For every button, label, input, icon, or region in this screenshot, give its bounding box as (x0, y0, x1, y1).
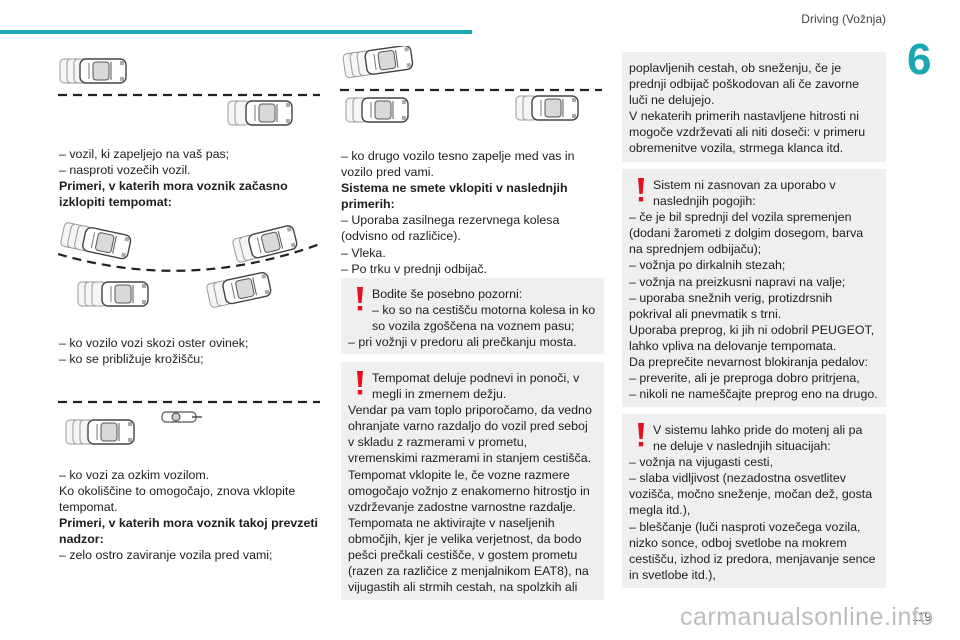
list-item: – Vleka. (341, 245, 386, 260)
illustration-cut-in (58, 55, 320, 137)
illustration-close-cut-in (340, 46, 602, 136)
col1-block3: – ko vozi za ozkim vozilom. Ko okoliščin… (59, 467, 321, 564)
chapter-title: Driving (Vožnja) (801, 12, 886, 26)
car-icon (87, 419, 135, 445)
section-heading: Primeri, v katerih mora voznik začasno i… (59, 179, 288, 210)
warning-icon (357, 371, 363, 395)
watermark: carmanualsonline.info (680, 603, 934, 631)
warning-note: Sistem ni zasnovan za uporabo v naslednj… (622, 169, 886, 407)
car-icon (531, 95, 579, 121)
car-icon (79, 58, 127, 84)
car-icon (363, 46, 415, 76)
note-continuation: poplavljenih cestah, ob sneženju, če je … (622, 52, 886, 162)
warning-note: Tempomat deluje podnevi in ponoči, v meg… (341, 362, 604, 600)
illustration-sharp-curve (58, 222, 320, 322)
list-item: – Po trku v prednji odbijač. (341, 261, 488, 276)
header-accent-bar (0, 30, 472, 34)
warning-note: Bodite še posebno pozorni: – ko so na ce… (341, 278, 604, 354)
list-item: – Uporaba zasilnega rezervnega kolesa (o… (341, 213, 560, 244)
list-item: – nasproti vozečih vozil. (59, 163, 191, 178)
motorcycle-icon (161, 411, 202, 423)
list-item: – ko vozilo vozi skozi oster ovinek; (59, 336, 249, 350)
page-number: 119 (912, 610, 932, 624)
list-item: – zelo ostro zaviranje vozila pred vami; (59, 548, 273, 563)
list-item: – vozil, ki zapeljejo na vaš pas; (59, 147, 230, 161)
col1-block2: – ko vozilo vozi skozi oster ovinek; – k… (59, 335, 321, 367)
car-icon (246, 223, 299, 260)
section-heading: Sistema ne smete vklopiti v naslednjih p… (341, 181, 568, 212)
warning-icon (357, 287, 363, 311)
list-item: – ko drugo vozilo tesno zapelje med vas … (341, 149, 575, 180)
list-item: – ko se približuje krožišču; (59, 352, 204, 367)
paragraph: Ko okoliščine to omogočajo, znova vklopi… (59, 484, 296, 515)
warning-icon (638, 178, 644, 202)
car-icon (80, 225, 133, 261)
illustration-narrow-vehicle (58, 394, 320, 452)
car-icon (101, 281, 149, 307)
chapter-number: 6 (907, 35, 932, 84)
warning-icon (638, 423, 644, 447)
section-heading: Primeri, v katerih mora voznik takoj pre… (59, 516, 318, 547)
car-icon (361, 97, 409, 123)
col2-block1: – ko drugo vozilo tesno zapelje med vas … (341, 148, 603, 277)
warning-note: V sistemu lahko pride do motenj ali pa n… (622, 414, 886, 588)
list-item: – ko vozi za ozkim vozilom. (59, 468, 210, 482)
car-icon (221, 270, 273, 306)
col1-block1: – vozil, ki zapeljejo na vaš pas; – nasp… (59, 146, 321, 210)
car-icon (245, 100, 293, 126)
